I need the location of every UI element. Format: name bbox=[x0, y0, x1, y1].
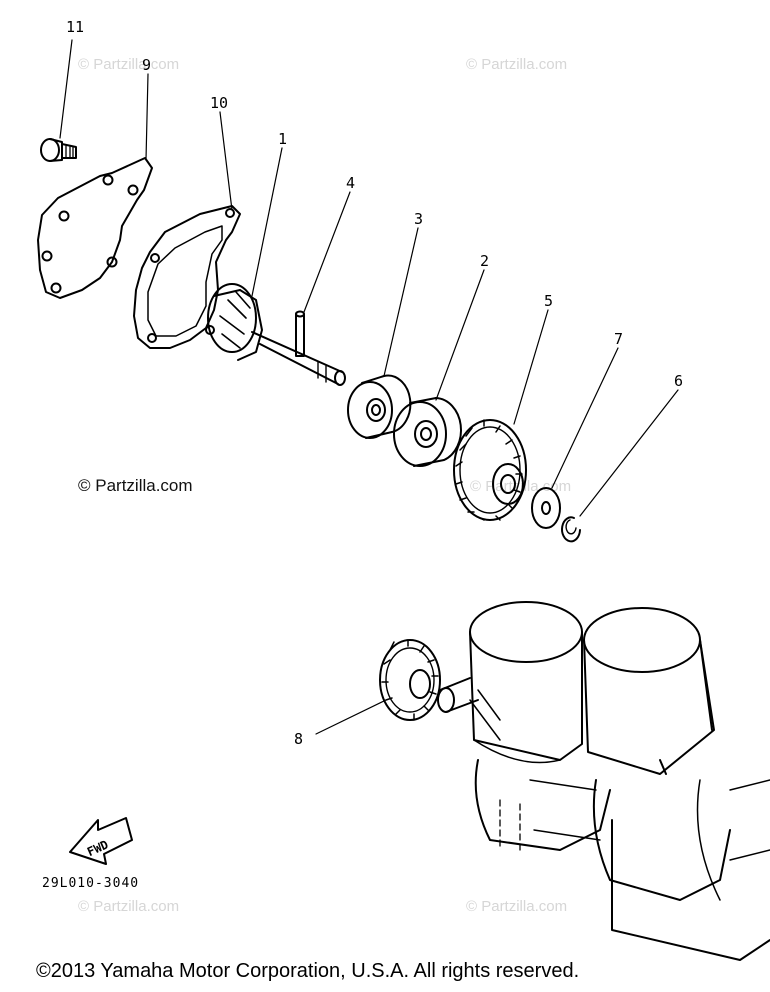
washer-part-7 bbox=[531, 487, 561, 529]
cover-gasket-part-9 bbox=[37, 157, 153, 299]
partzilla-credit: © Partzilla.com bbox=[78, 476, 193, 495]
callout-4: 4 bbox=[346, 174, 355, 192]
fwd-arrow bbox=[69, 817, 133, 865]
watermark-top-left: © Partzilla.com bbox=[78, 56, 180, 73]
bearing-part-2 bbox=[393, 397, 462, 467]
watermark-top-right: © Partzilla.com bbox=[466, 56, 568, 73]
gear-part-5 bbox=[453, 419, 527, 521]
callout-6: 6 bbox=[674, 372, 683, 390]
leader-lines bbox=[59, 39, 679, 735]
callout-8: 8 bbox=[294, 730, 303, 748]
fwd-label: FWD bbox=[85, 837, 111, 859]
watermark-bottom-right: © Partzilla.com bbox=[466, 898, 568, 915]
callout-1: 1 bbox=[278, 130, 287, 148]
callout-9: 9 bbox=[142, 56, 151, 74]
circlip-part-6 bbox=[561, 516, 581, 543]
callout-11: 11 bbox=[66, 18, 84, 36]
drawing-number: 29L010-3040 bbox=[42, 876, 140, 891]
pin-part-4 bbox=[295, 310, 305, 357]
callout-7: 7 bbox=[614, 330, 623, 348]
copyright-notice: ©2013 Yamaha Motor Corporation, U.S.A. A… bbox=[36, 960, 580, 982]
callout-2: 2 bbox=[480, 252, 489, 270]
bolt-part-11 bbox=[40, 138, 77, 162]
watermark-bottom-left: © Partzilla.com bbox=[78, 898, 180, 915]
watermark-middle-right: © Partzilla.com bbox=[470, 478, 572, 495]
callout-10: 10 bbox=[210, 94, 228, 112]
bearing-part-3 bbox=[347, 374, 412, 439]
impeller-shaft-part-1 bbox=[207, 283, 346, 386]
drive-gear-part-8 bbox=[379, 639, 441, 721]
callout-3: 3 bbox=[414, 210, 423, 228]
housing-gasket-part-10 bbox=[133, 205, 241, 349]
callout-5: 5 bbox=[544, 292, 553, 310]
crankshaft-assembly bbox=[437, 601, 770, 961]
